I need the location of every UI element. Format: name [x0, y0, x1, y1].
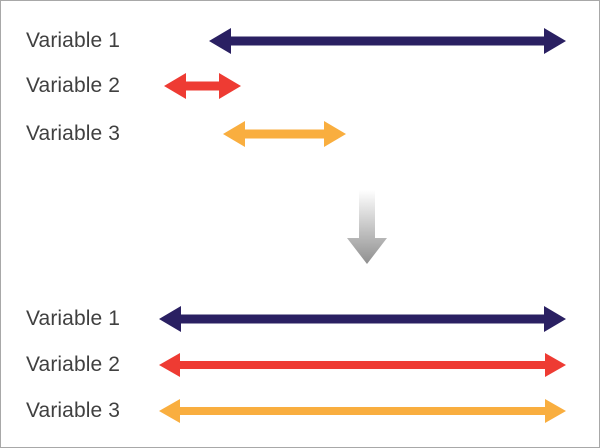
before-row-variable-1: Variable 1: [1, 21, 599, 61]
before-label-variable-3: Variable 3: [26, 122, 121, 145]
after-arrow-variable-1: [159, 299, 566, 339]
after-label-variable-1: Variable 1: [26, 307, 121, 330]
after-row-variable-3: Variable 3: [1, 391, 599, 431]
after-arrow-variable-2: [159, 345, 566, 385]
before-label-variable-1: Variable 1: [26, 29, 121, 52]
after-label-variable-3: Variable 3: [26, 399, 121, 422]
after-label-variable-2: Variable 2: [26, 353, 121, 376]
before-label-variable-2: Variable 2: [26, 74, 121, 97]
before-arrow-variable-2: [164, 66, 241, 106]
arrow-down-icon: [347, 190, 387, 264]
transition-arrow: [347, 190, 387, 264]
double-headed-arrow-icon: [164, 73, 241, 99]
after-arrow-variable-3: [159, 391, 566, 431]
before-arrow-variable-3: [223, 114, 346, 154]
double-headed-arrow-icon: [159, 306, 566, 332]
double-headed-arrow-icon: [209, 28, 566, 54]
before-row-variable-2: Variable 2: [1, 66, 599, 106]
double-headed-arrow-icon: [159, 353, 566, 377]
double-headed-arrow-icon: [159, 399, 566, 423]
double-headed-arrow-icon: [223, 121, 346, 147]
after-row-variable-1: Variable 1: [1, 299, 599, 339]
before-arrow-variable-1: [209, 21, 566, 61]
after-row-variable-2: Variable 2: [1, 345, 599, 385]
before-row-variable-3: Variable 3: [1, 114, 599, 154]
